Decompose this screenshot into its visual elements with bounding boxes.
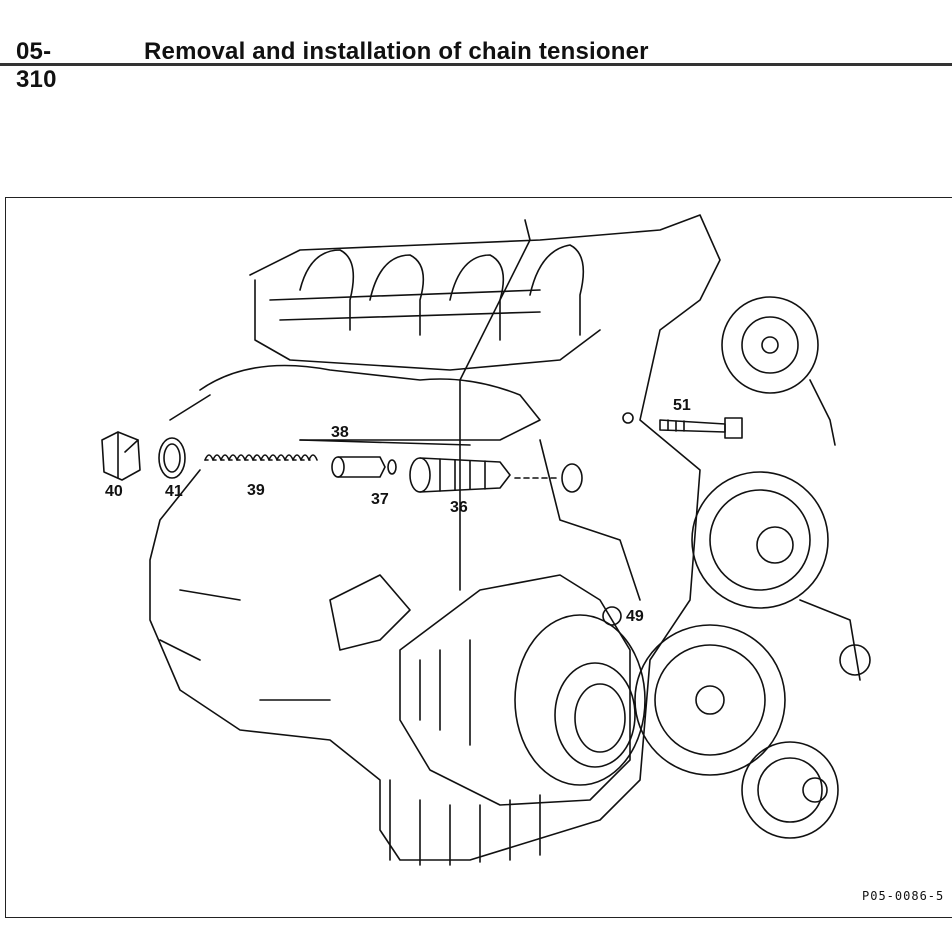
callout-39: 39 [247, 482, 265, 499]
engine-block [149, 214, 721, 866]
callout-41: 41 [165, 483, 183, 500]
sealing-ring-41 [158, 437, 186, 479]
callout-37: 37 [371, 491, 389, 508]
pulleys [634, 471, 871, 839]
callout-51: 51 [673, 397, 691, 414]
figure-code: P05-0086-5 [862, 889, 945, 903]
header-rule [0, 63, 952, 66]
thrust-pin-38-37 [331, 456, 397, 478]
bolt-51 [622, 412, 743, 439]
callout-40: 40 [105, 483, 123, 500]
spring-39 [204, 454, 318, 461]
callout-36: 36 [450, 499, 468, 516]
callout-38: 38 [331, 424, 349, 441]
injection-lines [299, 244, 585, 341]
alternator [399, 574, 646, 806]
tensioner-bore [561, 463, 583, 493]
dipstick [459, 219, 531, 591]
bolt-49 [602, 606, 622, 626]
figure-frame [5, 197, 952, 918]
callout-49: 49 [626, 608, 644, 625]
section-number: 05-310 [16, 38, 57, 93]
vacuum-pump [721, 296, 836, 446]
page-title: Removal and installation of chain tensio… [144, 38, 649, 65]
tensioner-36 [409, 457, 511, 493]
cap-nut-40 [101, 431, 141, 481]
